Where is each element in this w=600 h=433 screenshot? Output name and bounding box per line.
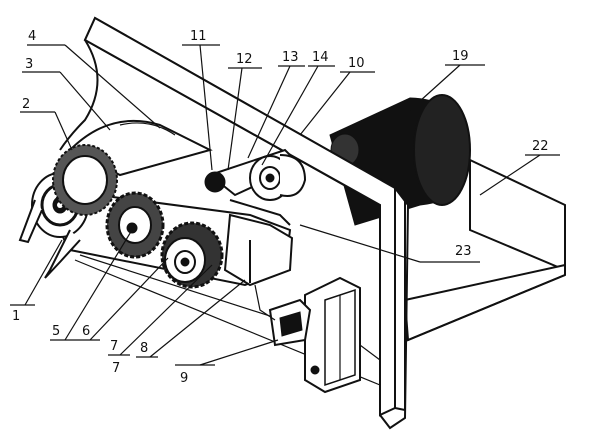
label-19: 19 (452, 49, 469, 64)
gear-8 (160, 221, 224, 289)
linkage-10-14 (204, 148, 307, 226)
gear-2 (52, 144, 118, 216)
label-7-lower: 7 (112, 361, 120, 376)
callout-labels: 4 3 2 11 12 13 14 10 19 22 23 1 5 6 7 8 … (12, 29, 549, 386)
scraper-blade (18, 199, 81, 279)
baseplate-22 (403, 158, 566, 342)
label-5: 5 (52, 324, 60, 339)
label-23: 23 (455, 244, 472, 259)
label-14: 14 (312, 50, 329, 65)
label-1: 1 (12, 309, 20, 324)
sensor-bracket-9 (254, 276, 361, 394)
label-9: 9 (180, 371, 188, 386)
label-7-upper: 7 (110, 339, 118, 354)
label-11: 11 (190, 29, 207, 44)
label-8: 8 (140, 341, 148, 356)
label-13: 13 (282, 50, 299, 65)
label-3: 3 (25, 57, 33, 72)
label-12: 12 (236, 52, 253, 67)
gear-6 (105, 191, 165, 259)
label-6: 6 (82, 324, 90, 339)
label-2: 2 (22, 97, 30, 112)
label-10: 10 (348, 56, 365, 71)
leader-lines (10, 44, 560, 366)
label-4: 4 (28, 29, 36, 44)
label-22: 22 (532, 139, 549, 154)
mounting-plate (83, 16, 410, 430)
gearbox-23 (223, 213, 294, 287)
